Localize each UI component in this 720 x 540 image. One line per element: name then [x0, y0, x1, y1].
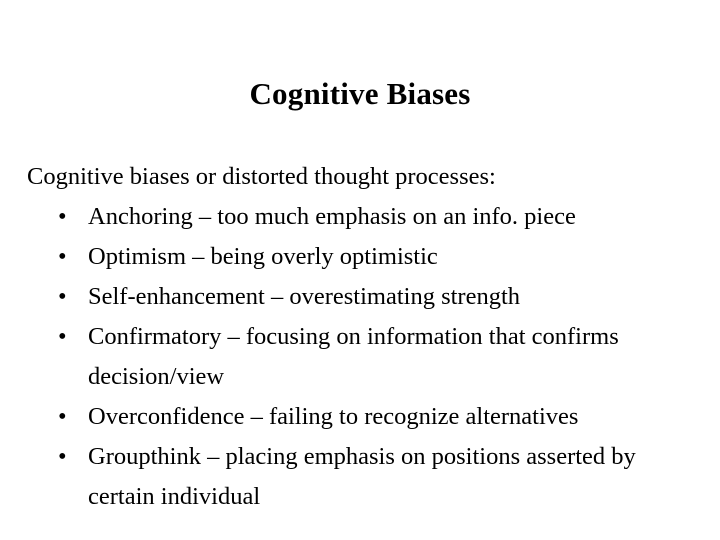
bullet-point-icon: • [58, 283, 67, 310]
bullet-point-icon: • [58, 443, 67, 470]
slide-title: Cognitive Biases [249, 76, 471, 111]
list-item: • Optimism – being overly optimistic [27, 237, 703, 277]
list-item-label: Anchoring – too much emphasis on an info… [88, 203, 576, 230]
list-item: • Anchoring – too much emphasis on an in… [27, 197, 703, 237]
bullet-point-icon: • [58, 243, 67, 270]
list-item-label: Optimism – being overly optimistic [88, 243, 438, 270]
list-item: • Confirmatory – focusing on information… [27, 317, 703, 397]
list-item-label: Groupthink – placing emphasis on positio… [88, 443, 636, 510]
list-item: • Overconfidence – failing to recognize … [27, 397, 703, 437]
bullet-list: • Anchoring – too much emphasis on an in… [27, 197, 703, 517]
list-item-label: Overconfidence – failing to recognize al… [88, 403, 579, 430]
bullet-point-icon: • [58, 203, 67, 230]
bullet-point-icon: • [58, 403, 67, 430]
list-item: • Groupthink – placing emphasis on posit… [27, 437, 703, 517]
intro-text: Cognitive biases or distorted thought pr… [27, 163, 496, 190]
bullet-point-icon: • [58, 323, 67, 350]
list-item-label: Self-enhancement – overestimating streng… [88, 283, 521, 310]
slide-body: Cognitive biases or distorted thought pr… [27, 157, 703, 517]
list-item: • Self-enhancement – overestimating stre… [27, 277, 703, 317]
list-item-label: Confirmatory – focusing on information t… [88, 323, 619, 390]
